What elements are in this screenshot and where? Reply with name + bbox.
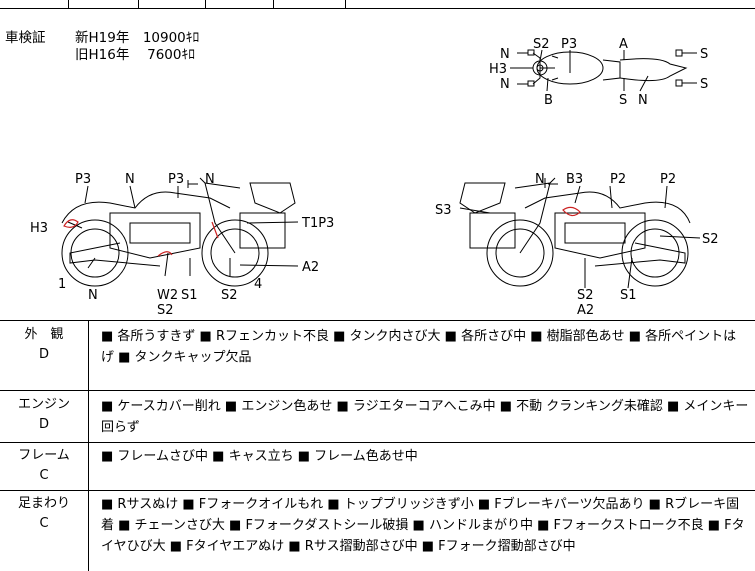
label-top-n2: N: [500, 77, 510, 92]
label-right-n: N: [535, 172, 545, 187]
section-suspension: 足まわり C ■ Rサスぬけ ■ Fフォークオイルもれ ■ トップブリッジきず小…: [0, 491, 755, 571]
section-text: ■ Rサスぬけ ■ Fフォークオイルもれ ■ トップブリッジきず小 ■ Fブレー…: [101, 497, 745, 554]
label-right-a2: A2: [577, 303, 594, 318]
label-right-p2: P2: [610, 172, 626, 187]
label-left-s2-bottom: S2: [157, 303, 174, 318]
shaken-label: 車検証: [5, 30, 46, 46]
label-top-n3: N: [638, 93, 648, 108]
label-top-n1: N: [500, 47, 510, 62]
label-left-n: N: [125, 172, 135, 187]
label-right-s2: S2: [702, 232, 719, 247]
label-left-n-handle: N: [205, 172, 215, 187]
label-left-w2: W2: [157, 288, 178, 303]
label-top-s2: S2: [533, 37, 550, 52]
label-left-s2: S2: [221, 288, 238, 303]
label-right-s1: S1: [620, 288, 637, 303]
section-engine: エンジン D ■ ケースカバー削れ ■ エンジン色あせ ■ ラジエターコアへこみ…: [0, 391, 755, 443]
label-left-s1: S1: [181, 288, 198, 303]
section-grade: C: [39, 516, 49, 531]
label-right-s3: S3: [435, 203, 452, 218]
section-category: フレーム: [18, 448, 70, 463]
section-category: 足まわり: [17, 496, 70, 511]
label-left-p3: P3: [75, 172, 91, 187]
right-side-view-diagram: [459, 177, 701, 289]
section-category: 外 観: [24, 327, 64, 342]
top-table-strip: [0, 0, 755, 9]
condition-diagram-area: 車検証 新H19年 10900ｷﾛ 旧H16年 7600ｷﾛ: [0, 8, 755, 321]
section-text: ■ フレームさび中 ■ キャス立ち ■ フレーム色あせ中: [101, 449, 418, 464]
label-top-s: S: [619, 93, 627, 108]
label-right-s2-bottom: S2: [577, 288, 594, 303]
label-right-p2-rear: P2: [660, 172, 676, 187]
label-left-4: 4: [254, 277, 262, 292]
motorcycle-diagrams: S2 P3 A N H3 N B S N S S P3 N P3 N H3 T1…: [30, 37, 719, 318]
label-top-a: A: [619, 37, 628, 52]
label-left-h3: H3: [30, 221, 48, 236]
section-grade: C: [39, 468, 49, 483]
section-text: ■ 各所うすきず ■ Rフェンカット不良 ■ タンク内さび大 ■ 各所さび中 ■…: [101, 329, 737, 365]
section-grade: D: [38, 417, 49, 432]
section-exterior: 外 観 D ■ 各所うすきず ■ Rフェンカット不良 ■ タンク内さび大 ■ 各…: [0, 321, 755, 391]
top-view-diagram: [510, 49, 697, 92]
section-text: ■ ケースカバー削れ ■ エンジン色あせ ■ ラジエターコアへこみ中 ■ 不動 …: [101, 399, 749, 435]
label-left-n-bottom: N: [88, 288, 98, 303]
label-top-p3: P3: [561, 37, 577, 52]
label-left-a2: A2: [302, 260, 319, 275]
section-frame: フレーム C ■ フレームさび中 ■ キャス立ち ■ フレーム色あせ中: [0, 443, 755, 491]
label-top-s-right1: S: [700, 47, 708, 62]
label-top-b: B: [544, 93, 553, 108]
label-top-h3: H3: [489, 62, 507, 77]
damage-marks: [63, 206, 581, 257]
label-left-1: 1: [58, 277, 66, 292]
shaken-old-mileage: 旧H16年 7600ｷﾛ: [75, 47, 195, 63]
label-top-s-right2: S: [700, 77, 708, 92]
label-right-b3: B3: [566, 172, 583, 187]
label-left-t1p3: T1P3: [301, 216, 334, 231]
section-grade: D: [38, 347, 49, 362]
left-side-view-diagram: [61, 177, 299, 287]
label-left-p3-tank: P3: [168, 172, 184, 187]
section-category: エンジン: [17, 397, 70, 412]
shaken-new-mileage: 新H19年 10900ｷﾛ: [75, 30, 200, 46]
